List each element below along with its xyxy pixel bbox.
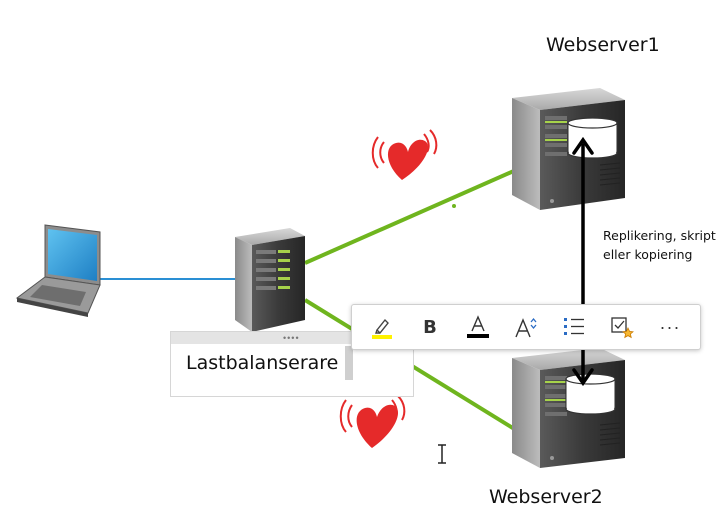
highlight-icon [372,318,392,339]
font-color-icon [467,315,489,338]
bold-button[interactable]: B [413,310,447,344]
highlight-button[interactable] [365,310,399,344]
bullet-list-button[interactable] [557,310,591,344]
loadbalancer-server-icon [235,228,305,332]
loadbalancer-label[interactable]: Lastbalanserare [186,352,339,374]
bullet-list-icon [564,318,584,335]
tag-icon [611,317,634,339]
more-button[interactable]: ··· [653,310,687,344]
database2-icon [565,373,616,415]
heart-icon-bottom [339,395,406,448]
replication-label: Replikering, skript eller kopiering [603,226,716,264]
font-color-button[interactable] [461,310,495,344]
webserver1-label: Webserver1 [546,34,660,56]
replication-label-line2: eller kopiering [603,247,693,262]
laptop-icon [15,224,101,317]
link-dot [452,204,456,208]
more-icon: ··· [659,316,681,337]
heart-icon-top [371,129,438,180]
format-toolbar: B ··· [351,304,701,350]
text-cursor-icon [438,444,446,464]
text-box-caret [345,346,353,380]
link-lb-ws1 [304,168,517,265]
tag-button[interactable] [605,310,639,344]
grip-dots-icon: •••• [283,333,300,343]
replication-label-line1: Replikering, skript [603,228,716,243]
bold-label: B [423,316,437,338]
font-size-button[interactable] [509,310,543,344]
font-size-icon [515,317,537,338]
webserver2-label: Webserver2 [489,486,603,508]
